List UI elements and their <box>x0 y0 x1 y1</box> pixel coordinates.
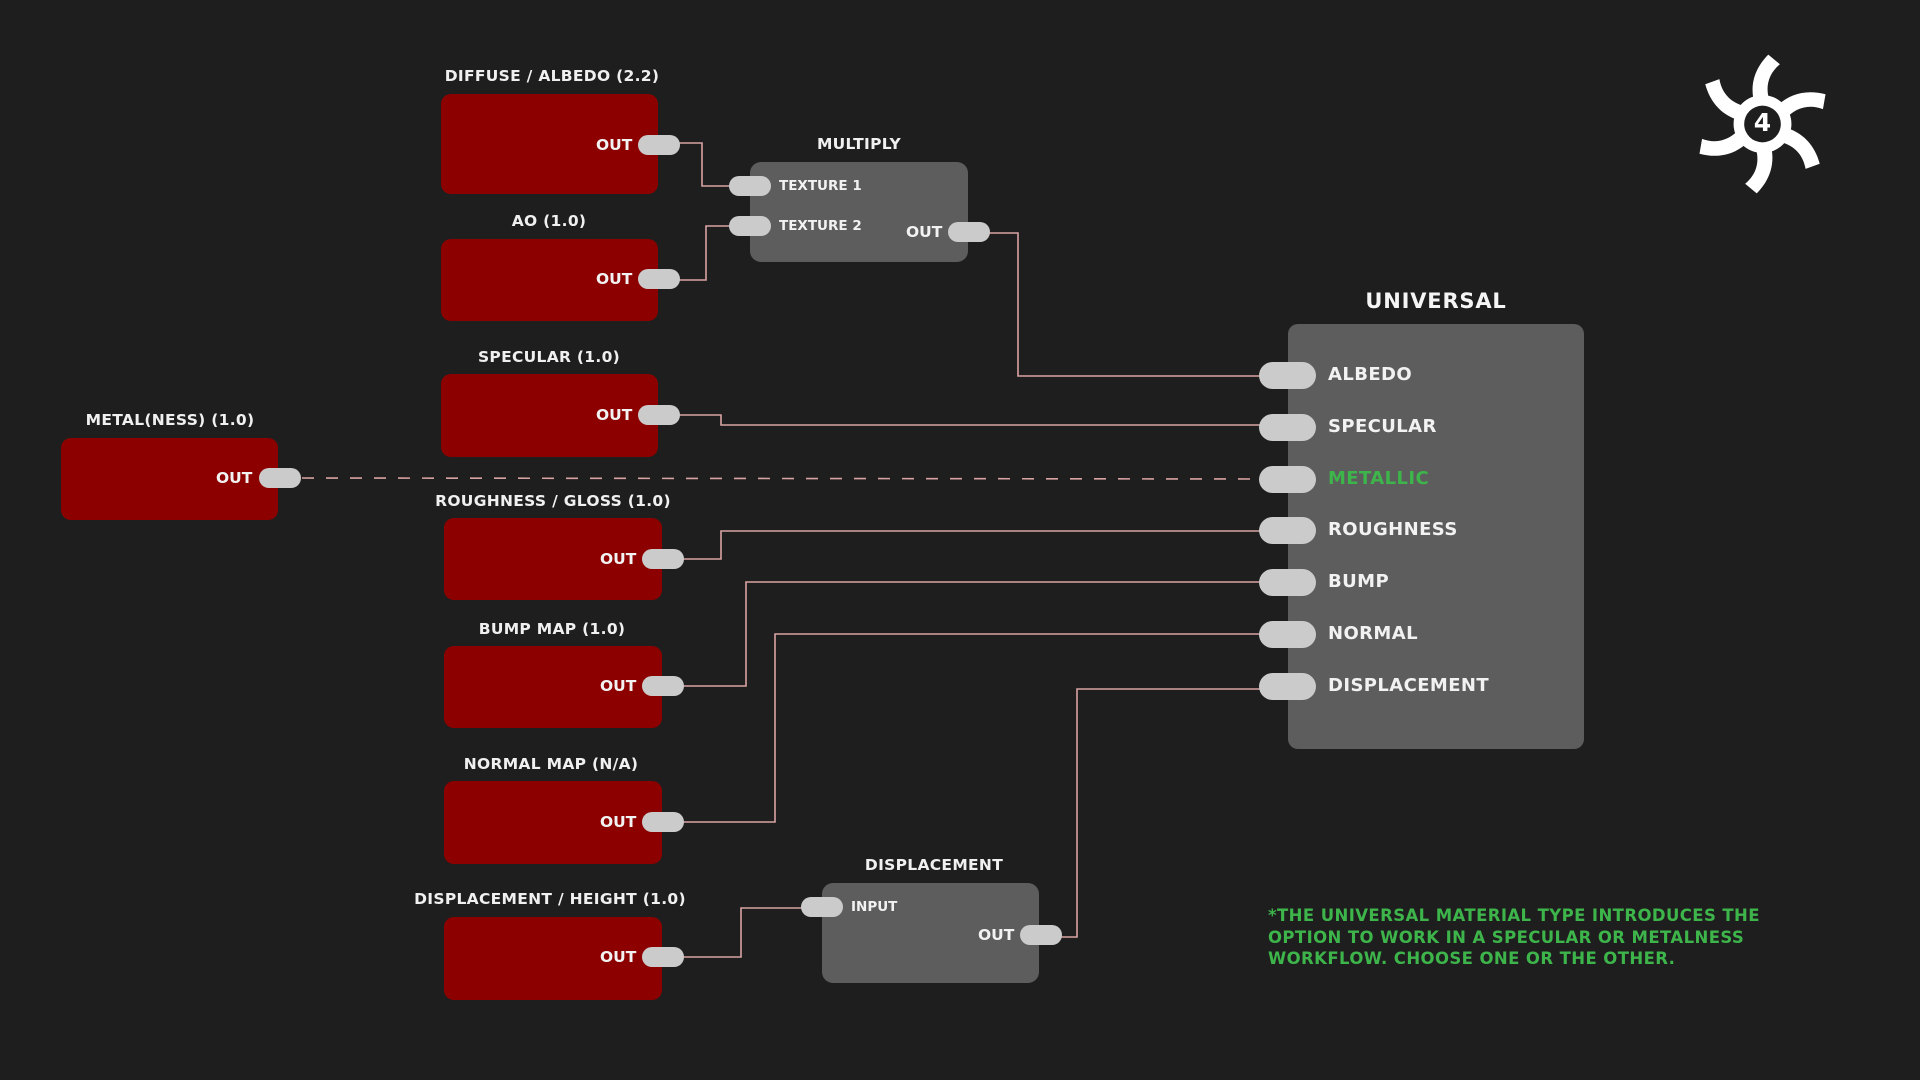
wire-bump-to-universal <box>682 581 1262 687</box>
out-socket[interactable] <box>638 135 680 155</box>
out-port-label: OUT <box>600 677 637 695</box>
metallic-input-socket[interactable] <box>1259 466 1316 493</box>
bump-input-label: BUMP <box>1328 571 1390 592</box>
octane-logo: 4 <box>1693 50 1832 198</box>
wire-height-to-displacement <box>682 907 803 958</box>
out-socket[interactable] <box>642 549 684 569</box>
out-socket[interactable] <box>948 222 990 242</box>
node-label: SPECULAR (1.0) <box>477 348 621 366</box>
albedo-input-socket[interactable] <box>1259 362 1316 389</box>
node-body[interactable] <box>441 374 658 457</box>
out-port-label: OUT <box>596 270 633 288</box>
node-label: DISPLACEMENT / HEIGHT (1.0) <box>414 890 686 908</box>
node-label: DIFFUSE / ALBEDO (2.2) <box>444 67 660 85</box>
note-line: *THE UNIVERSAL MATERIAL TYPE INTRODUCES … <box>1268 906 1760 925</box>
texture1-input-socket[interactable] <box>729 176 771 196</box>
out-socket[interactable] <box>638 269 680 289</box>
out-socket[interactable] <box>642 812 684 832</box>
node-body[interactable] <box>441 94 658 194</box>
wire-displacement-to-universal <box>1060 688 1262 938</box>
node-body[interactable] <box>444 917 662 1000</box>
node-title: UNIVERSAL <box>1365 289 1507 313</box>
bump-input-socket[interactable] <box>1259 569 1316 596</box>
out-port-label: OUT <box>596 406 633 424</box>
out-port-label: OUT <box>600 813 637 831</box>
node-label: ROUGHNESS / GLOSS (1.0) <box>435 492 671 510</box>
wire-specular-to-universal <box>678 414 1262 426</box>
node-body[interactable] <box>750 162 968 262</box>
note-line: OPTION TO WORK IN A SPECULAR OR METALNES… <box>1268 927 1745 947</box>
node-label: METAL(NESS) (1.0) <box>85 411 255 429</box>
texture2-input-socket[interactable] <box>729 216 771 236</box>
node-body[interactable] <box>444 646 662 728</box>
note-line: WORKFLOW. CHOOSE ONE OR THE OTHER. <box>1268 949 1676 968</box>
node-label: NORMAL MAP (N/A) <box>463 755 639 773</box>
out-port-label: OUT <box>906 223 943 241</box>
wire-normal-to-universal <box>682 633 1262 823</box>
out-socket[interactable] <box>259 468 301 488</box>
out-socket[interactable] <box>1020 925 1062 945</box>
node-body[interactable] <box>61 438 278 520</box>
node-title: MULTIPLY <box>816 135 902 153</box>
normal-input-label: NORMAL <box>1328 623 1418 644</box>
out-port-label: OUT <box>978 926 1015 944</box>
specular-input-socket[interactable] <box>1259 414 1316 441</box>
node-body[interactable] <box>822 883 1039 983</box>
out-socket[interactable] <box>642 947 684 967</box>
out-port-label: OUT <box>216 469 253 487</box>
out-socket[interactable] <box>638 405 680 425</box>
albedo-input-label: ALBEDO <box>1328 364 1413 385</box>
texture1-input-label: TEXTURE 1 <box>779 178 862 194</box>
normal-input-socket[interactable] <box>1259 621 1316 648</box>
node-title: DISPLACEMENT <box>864 856 1004 874</box>
wire-metal-to-metallic <box>301 477 1263 480</box>
displacement-input-label: DISPLACEMENT <box>1328 675 1490 696</box>
displacement-input-socket[interactable] <box>1259 673 1316 700</box>
input-socket[interactable] <box>801 897 843 917</box>
wire-multiply-to-albedo <box>988 232 1262 377</box>
out-socket[interactable] <box>642 676 684 696</box>
roughness-input-socket[interactable] <box>1259 517 1316 544</box>
node-label: AO (1.0) <box>511 212 587 230</box>
input-label: INPUT <box>851 899 898 915</box>
node-body[interactable] <box>444 781 662 864</box>
logo-badge-number: 4 <box>1753 108 1772 137</box>
octane-logo-icon <box>1693 54 1832 194</box>
node-body[interactable] <box>441 239 658 321</box>
texture2-input-label: TEXTURE 2 <box>779 218 862 234</box>
node-label: BUMP MAP (1.0) <box>478 620 626 638</box>
out-port-label: OUT <box>600 550 637 568</box>
roughness-input-label: ROUGHNESS <box>1328 519 1458 540</box>
out-port-label: OUT <box>596 136 633 154</box>
workflow-note: *THE UNIVERSAL MATERIAL TYPE INTRODUCES … <box>1268 905 1760 970</box>
wire-roughness-to-universal <box>682 530 1262 560</box>
wire-diffuse-to-multiply <box>678 142 731 187</box>
specular-input-label: SPECULAR <box>1328 416 1437 437</box>
node-body[interactable] <box>1288 324 1584 749</box>
wire-ao-to-multiply <box>678 225 731 281</box>
node-body[interactable] <box>444 518 662 600</box>
metallic-input-label: METALLIC <box>1328 468 1430 489</box>
out-port-label: OUT <box>600 948 637 966</box>
